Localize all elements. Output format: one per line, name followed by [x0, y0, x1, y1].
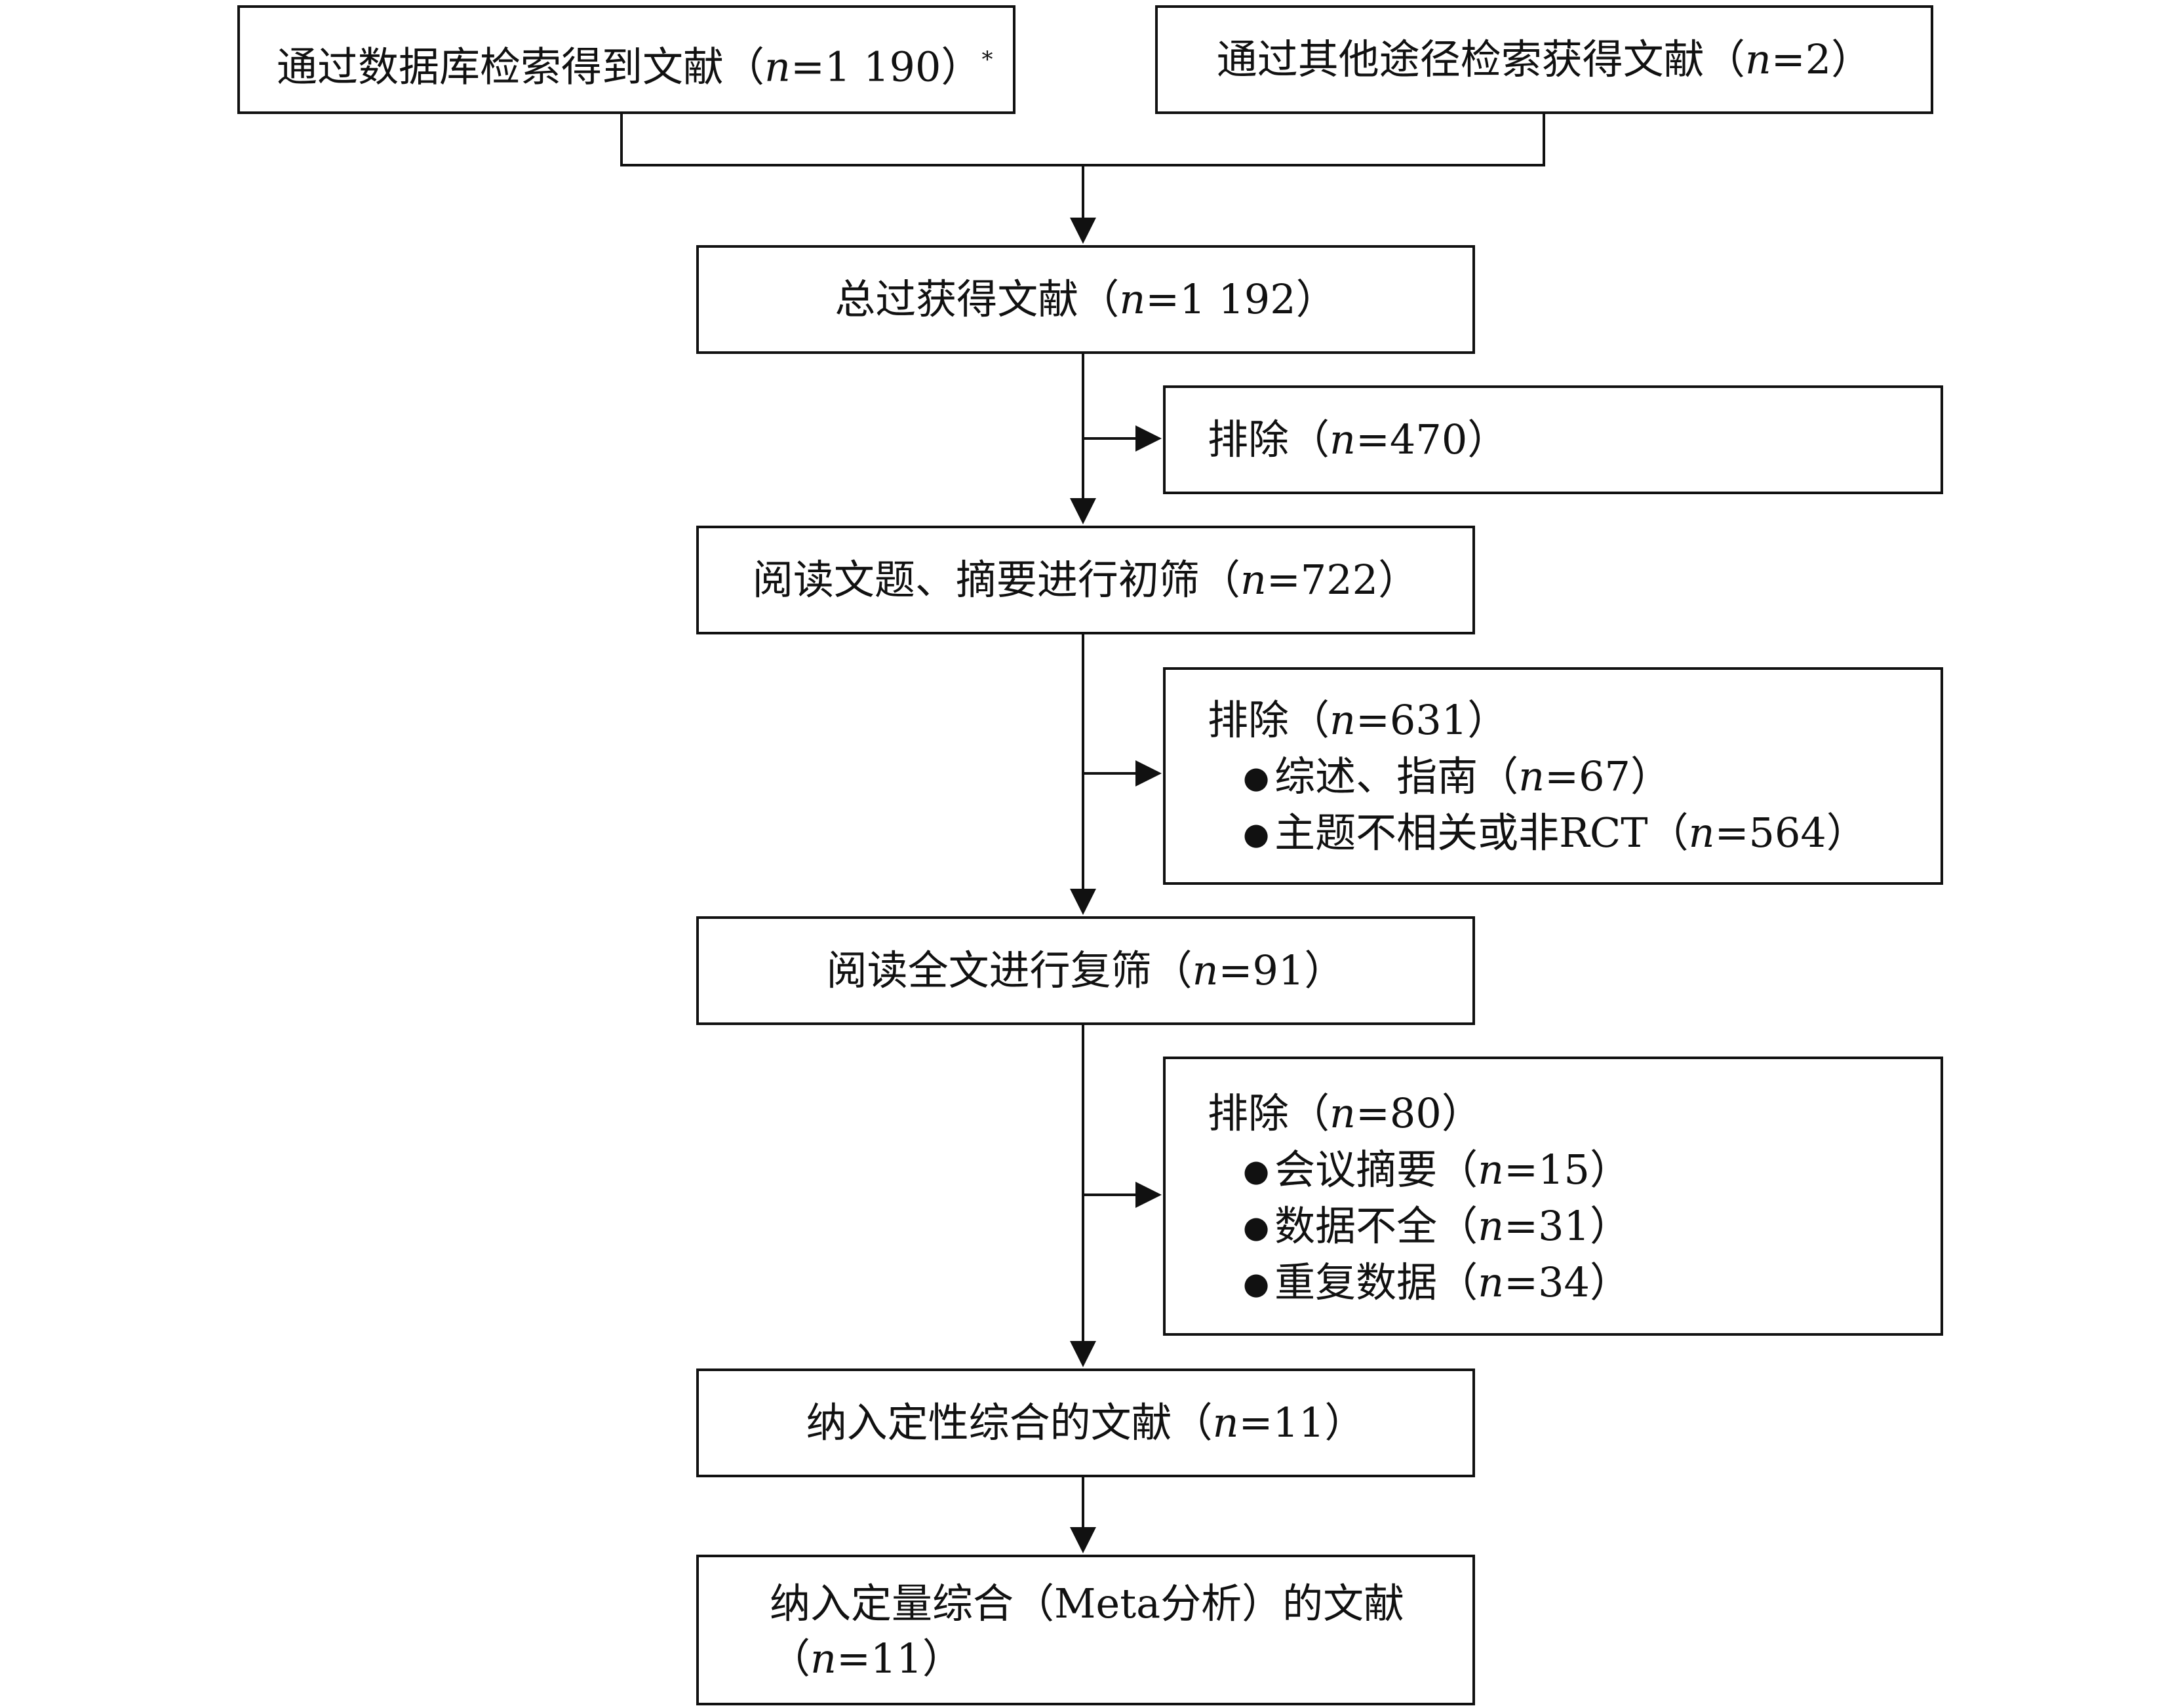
exclusion-1-count: 470	[1389, 416, 1468, 463]
exclusion-3-item-label: 会议摘要	[1274, 1146, 1438, 1194]
box-database-search: 通过数据库检索得到文献（n=1 190）*	[237, 5, 1015, 114]
title-abstract-screening-count: 722	[1300, 556, 1379, 604]
exclusion-3-item: ●数据不全（n=31）	[1243, 1198, 1630, 1255]
bullet-icon: ●	[1243, 760, 1270, 795]
exclusion-2-item-label: 综述、指南	[1274, 752, 1478, 800]
exclusion-2-item-count: 67	[1579, 752, 1630, 800]
full-text-screening-count: 91	[1252, 946, 1305, 994]
database-search-label: 通过数据库检索得到文献	[277, 43, 724, 91]
total-records-count: 1 192	[1179, 275, 1296, 323]
exclusion-2-label: 排除	[1208, 696, 1290, 744]
exclusion-3-item-label: 重复数据	[1274, 1258, 1438, 1306]
quantitative-synthesis-meta: Meta	[1054, 1580, 1161, 1627]
box-title-abstract-screening: 阅读文题、摘要进行初筛（n=722）	[696, 526, 1475, 634]
box-total-records: 总过获得文献（n=1 192）	[696, 245, 1475, 354]
exclusion-2-item: ●主题不相关或非RCT（n=564）	[1243, 805, 1867, 862]
exclusion-3-item-count: 31	[1538, 1202, 1590, 1250]
merge-connector	[620, 113, 1545, 166]
exclusion-2-count: 631	[1389, 696, 1468, 744]
full-text-screening-label: 阅读全文进行复筛	[826, 946, 1152, 994]
box-exclusion-1: 排除（n=470）	[1163, 385, 1943, 494]
exclusion-3-item: ●会议摘要（n=15）	[1243, 1142, 1630, 1199]
bullet-icon: ●	[1243, 1153, 1270, 1188]
exclusion-2-item-label: 主题不相关或非RCT	[1274, 809, 1648, 857]
exclusion-3-item-label: 数据不全	[1274, 1202, 1438, 1250]
box-exclusion-2: 排除（n=631） ●综述、指南（n=67） ●主题不相关或非RCT（n=564…	[1163, 667, 1943, 885]
exclusion-3-item: ●重复数据（n=34）	[1243, 1254, 1630, 1311]
quantitative-synthesis-label-part1: 纳入定量综合（	[770, 1580, 1055, 1627]
quantitative-synthesis-label-part2: 分析）的文献	[1160, 1580, 1405, 1627]
exclusion-3-count: 80	[1389, 1089, 1442, 1137]
box-quantitative-synthesis: 纳入定量综合（Meta分析）的文献 （n=11）	[696, 1555, 1475, 1705]
qualitative-synthesis-count: 11	[1272, 1399, 1325, 1446]
other-search-label: 通过其他途径检索获得文献	[1216, 35, 1705, 83]
exclusion-2-item-count: 564	[1748, 809, 1826, 857]
other-search-count: 2	[1805, 35, 1832, 83]
bullet-icon: ●	[1243, 1266, 1270, 1301]
database-search-footnote-mark: *	[981, 47, 993, 73]
total-records-label: 总过获得文献	[835, 275, 1079, 323]
exclusion-3-item-count: 15	[1538, 1146, 1590, 1194]
box-qualitative-synthesis: 纳入定性综合的文献（n=11）	[696, 1368, 1475, 1477]
box-other-search: 通过其他途径检索获得文献（n=2）	[1155, 5, 1933, 114]
box-full-text-screening: 阅读全文进行复筛（n=91）	[696, 916, 1475, 1025]
box-exclusion-3: 排除（n=80） ●会议摘要（n=15） ●数据不全（n=31） ●重复数据（n…	[1163, 1057, 1943, 1336]
exclusion-3-item-count: 34	[1538, 1258, 1590, 1306]
exclusion-3-label: 排除	[1208, 1089, 1290, 1137]
database-search-count: 1 190	[824, 43, 941, 91]
qualitative-synthesis-label: 纳入定性综合的文献	[806, 1399, 1172, 1446]
title-abstract-screening-label: 阅读文题、摘要进行初筛	[752, 556, 1200, 604]
bullet-icon: ●	[1243, 816, 1270, 851]
quantitative-synthesis-count: 11	[870, 1635, 922, 1682]
bullet-icon: ●	[1243, 1209, 1270, 1245]
exclusion-1-label: 排除	[1208, 416, 1290, 463]
exclusion-2-item: ●综述、指南（n=67）	[1243, 748, 1671, 805]
